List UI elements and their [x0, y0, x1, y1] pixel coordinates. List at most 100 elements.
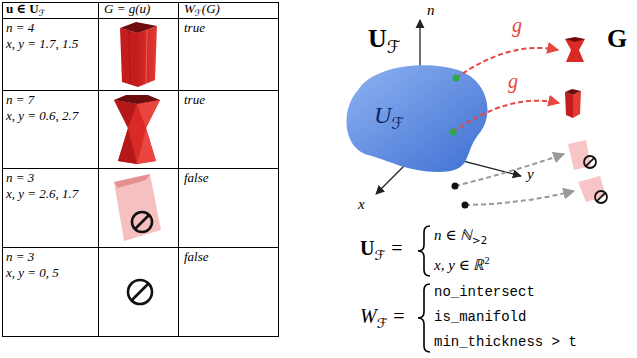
table-grid — [3, 3, 279, 337]
small-vase — [565, 37, 585, 62]
label-group: u ∈ Uℱ — [6, 2, 46, 18]
region-name: U — [374, 102, 391, 128]
math-label: true — [184, 92, 205, 107]
label-group: Uℱ= — [360, 237, 402, 263]
small-prism — [565, 92, 573, 118]
label-group: x, y ∈ ℝ2 — [434, 255, 490, 274]
math-label: is_manifold — [434, 309, 526, 325]
prism-shape — [120, 22, 157, 33]
math-label: = — [393, 305, 404, 327]
label-group: x, y = 1.7, 1.5 — [6, 37, 78, 52]
vase-shape — [114, 100, 137, 128]
small-invalid-shape — [568, 140, 606, 202]
label-group: false — [184, 250, 209, 265]
math-label: true — [184, 20, 205, 35]
region-label: Uℱ — [374, 102, 404, 133]
label-group: y — [527, 166, 534, 183]
invalid-symbol — [132, 284, 149, 301]
table-grid — [98, 3, 99, 337]
label-group: n = 4 — [6, 21, 34, 36]
math-label: n = 3 — [6, 249, 34, 264]
label-group: Wℱ(G) — [184, 2, 220, 18]
invalid-shape — [114, 174, 150, 188]
prism-shape — [138, 26, 157, 87]
label-group: n = 7 — [6, 93, 34, 108]
region-outline — [338, 60, 493, 175]
mapping-arrow — [456, 48, 558, 78]
math-label: n — [427, 2, 435, 18]
math-label: no_intersect — [434, 284, 535, 300]
small-invalid-symbol — [586, 158, 594, 166]
mapping-arrow — [465, 191, 574, 205]
vase-shape — [137, 100, 160, 128]
label-group: g — [508, 70, 518, 93]
math-label: ℱ — [195, 8, 202, 18]
table-grid — [3, 247, 279, 248]
math-label: false — [184, 170, 209, 185]
math-label: x, y = 1.7, 1.5 — [6, 36, 78, 51]
prism-shape — [146, 30, 147, 83]
math-label: x, y ∈ ℝ — [434, 257, 484, 273]
math-label: >2 — [472, 235, 487, 246]
label-group: Wℱ= — [360, 305, 405, 331]
vase-shape — [118, 128, 137, 164]
label-group: n = 3 — [6, 171, 34, 186]
small-prism — [565, 89, 581, 118]
set-bracket — [418, 226, 430, 276]
math-label: n = 7 — [6, 92, 34, 107]
mapping-arrow — [455, 154, 564, 186]
small-invalid-symbol — [597, 193, 605, 201]
label-group: true — [184, 21, 205, 36]
small-invalid-symbol — [584, 156, 607, 203]
label-group: Uℱ — [368, 24, 401, 58]
sample-point — [462, 202, 469, 209]
small-vase — [565, 39, 585, 62]
math-label: u ∈ U — [6, 1, 39, 16]
math-label: U — [368, 24, 387, 53]
math-label: ℱ — [374, 247, 385, 263]
invalid-shape — [114, 174, 161, 241]
math-label: x — [358, 196, 365, 212]
math-label: min_thickness > t — [434, 334, 577, 350]
math-label: n = 4 — [6, 20, 34, 35]
label-group: n — [427, 2, 435, 19]
region-name: ℱ — [391, 114, 404, 133]
math-label: G — [607, 24, 627, 53]
prism-shape — [120, 22, 157, 87]
vase-shape — [137, 128, 156, 164]
math-label: W — [184, 1, 195, 16]
label-group: x — [358, 196, 365, 213]
label-group: no_intersect — [434, 284, 535, 300]
small-prism — [573, 91, 581, 118]
prism-shape — [120, 28, 138, 87]
vase-shape — [114, 95, 160, 104]
math-label: (G) — [202, 1, 220, 16]
invalid-symbol — [135, 215, 149, 229]
math-label: = — [391, 237, 402, 259]
set-bracket — [418, 226, 430, 352]
set-bracket — [418, 284, 430, 352]
math-label: 2 — [484, 255, 489, 266]
math-label: x, y = 0, 5 — [6, 265, 59, 280]
math-label: false — [184, 249, 209, 264]
parameter-region: Uℱ — [338, 60, 493, 175]
label-group: min_thickness > t — [434, 334, 577, 350]
math-label: ℱ — [387, 37, 401, 57]
small-invalid-shape — [578, 176, 606, 202]
math-label: W — [360, 305, 377, 327]
table-grid — [3, 168, 279, 169]
label-group: is_manifold — [434, 309, 526, 325]
math-label: ℱ — [39, 8, 46, 18]
math-label: G = g(u) — [104, 1, 150, 16]
sample-point — [452, 183, 459, 190]
label-group: x, y = 0.6, 2.7 — [6, 109, 78, 124]
table-grid — [3, 90, 279, 91]
math-label: n = 3 — [6, 170, 34, 185]
label-group: G — [607, 24, 627, 54]
label-group: n = 3 — [6, 250, 34, 265]
invalid-symbol — [128, 280, 152, 304]
label-group: G = g(u) — [104, 2, 150, 17]
math-label: y — [527, 166, 534, 182]
